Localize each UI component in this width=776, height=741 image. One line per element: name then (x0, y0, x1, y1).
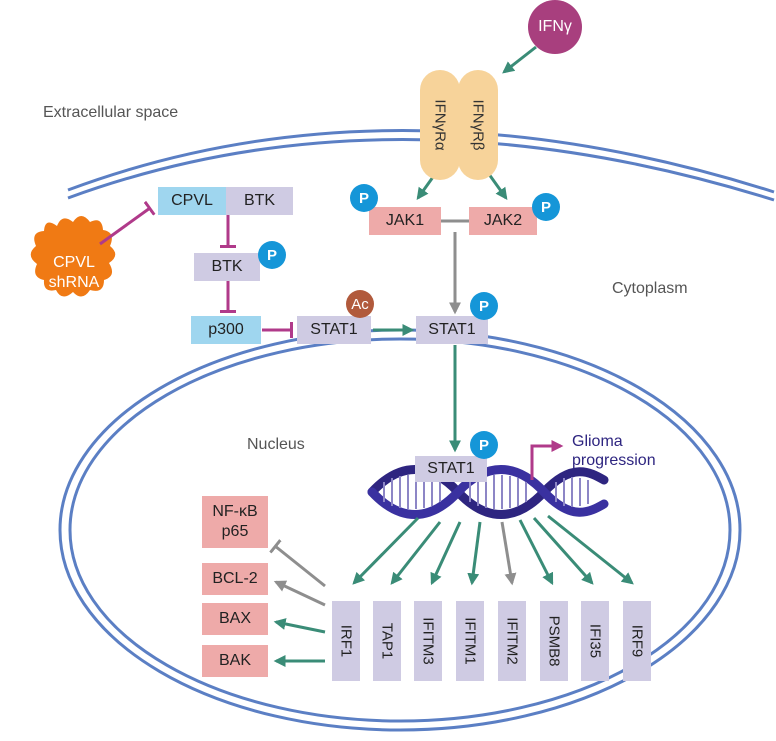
gene-ifitm2-label: IFITM2 (503, 617, 521, 665)
phospho-stat1-badge: P (470, 292, 498, 320)
gene-ifitm2: IFITM2 (498, 601, 526, 681)
gene-irf9-label: IRF9 (628, 624, 646, 658)
phospho-btk-badge: P (258, 241, 286, 269)
inhibit-irf1-to-nfkb (269, 539, 326, 588)
ifng-ligand-shape (528, 0, 582, 54)
glioma-progression-line2: progression (572, 452, 656, 469)
nuclear-envelope-inner (68, 337, 732, 723)
phospho-jak1-badge: P (350, 184, 378, 212)
shrna-label-line1: CPVL (53, 254, 95, 271)
gene-psmb8-label: PSMB8 (545, 615, 563, 667)
gene-irf1: IRF1 (332, 601, 360, 681)
bax-box: BAX (202, 603, 268, 635)
cell-membrane-inner (67, 138, 775, 202)
arrow-ifng-to-receptor (502, 45, 537, 74)
stat1-nuclear-box: STAT1 (415, 456, 487, 482)
gene-ifitm1: IFITM1 (456, 601, 484, 681)
nfkb-p65-box: NF-κB p65 (202, 496, 268, 548)
receptor-alpha-label: IFNγRα (431, 99, 449, 151)
label-extracellular-space: Extracellular space (43, 104, 179, 121)
arrow-dna-to-irf1 (352, 516, 420, 585)
arrow-irf1-to-bax (273, 618, 326, 634)
btk-complex-box: BTK (226, 187, 293, 215)
inhibit-shrna-to-cpvl (99, 200, 156, 246)
gene-psmb8: PSMB8 (540, 601, 568, 681)
label-cytoplasm: Cytoplasm (612, 280, 688, 297)
arrow-dna-to-ifi35 (532, 517, 594, 585)
arrow-dna-to-tap1 (390, 521, 442, 585)
acetyl-stat1-badge: Ac (346, 290, 374, 318)
gene-tap1-label: TAP1 (378, 622, 396, 660)
arrow-dna-to-ifitm1 (467, 521, 482, 586)
jak1-box: JAK1 (369, 207, 441, 235)
bak-box: BAK (202, 645, 268, 677)
gene-irf9: IRF9 (623, 601, 651, 681)
gene-ifitm1-label: IFITM1 (461, 617, 479, 665)
gene-tap1: TAP1 (373, 601, 401, 681)
p65-label: p65 (221, 523, 249, 540)
arrow-dna-to-irf9 (547, 514, 634, 585)
arrow-to-glioma-progression (530, 440, 564, 480)
arrow-dna-to-psmb8 (518, 519, 554, 586)
stat1-phospho-box: STAT1 (416, 316, 488, 344)
nfkb-label: NF-κB (212, 503, 258, 520)
arrow-dna-to-ifitm3 (430, 521, 462, 586)
receptor-ifngr-beta: IFNγRβ (458, 70, 498, 180)
ifng-ligand-label: IFNγ (538, 18, 572, 35)
jak2-box: JAK2 (469, 207, 537, 235)
glioma-progression-line1: Glioma (572, 433, 623, 450)
shrna-burst-shape (30, 216, 116, 297)
btk-box: BTK (194, 253, 260, 281)
gene-ifi35-label: IFI35 (586, 623, 604, 659)
phospho-jak2-badge: P (532, 193, 560, 221)
cpvl-box: CPVL (158, 187, 226, 215)
cell-membrane-outer (67, 129, 775, 194)
arrow-irf1-to-bcl2 (273, 580, 326, 607)
bcl2-box: BCL-2 (202, 563, 268, 595)
receptor-ifngr-alpha: IFNγRα (420, 70, 460, 180)
gene-ifitm3-label: IFITM3 (419, 617, 437, 665)
arrow-dna-to-ifitm2 (500, 521, 517, 586)
label-nucleus: Nucleus (247, 436, 305, 453)
shrna-label-line2: shRNA (48, 274, 100, 291)
p300-box: p300 (191, 316, 261, 344)
stat1-acetyl-box: STAT1 (297, 316, 371, 344)
receptor-beta-label: IFNγRβ (469, 99, 487, 151)
gene-ifi35: IFI35 (581, 601, 609, 681)
dna-helix (367, 465, 609, 519)
gene-ifitm3: IFITM3 (414, 601, 442, 681)
gene-irf1-label: IRF1 (337, 624, 355, 658)
phospho-stat1-nuclear-badge: P (470, 431, 498, 459)
